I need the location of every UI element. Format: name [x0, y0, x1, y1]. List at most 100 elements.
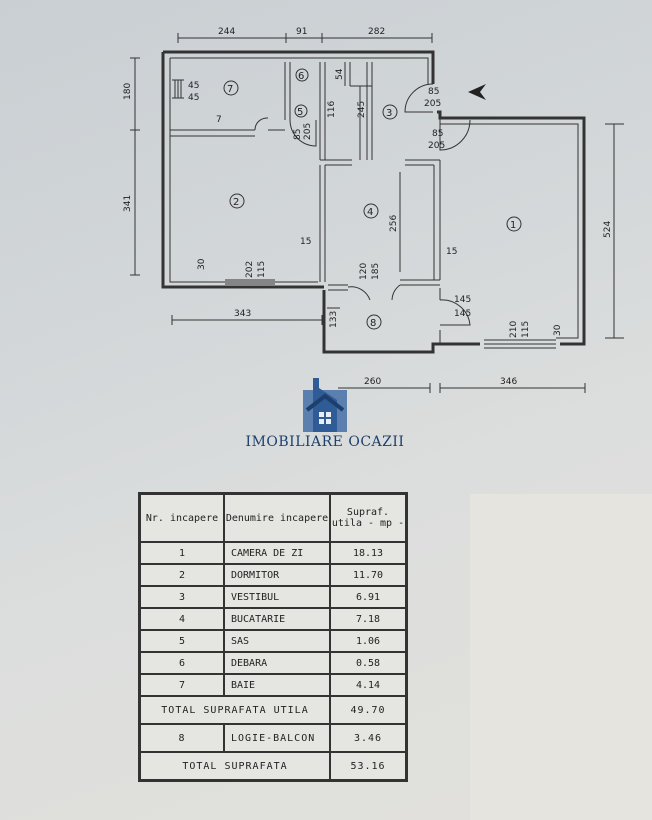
room-number-7: 7: [227, 84, 233, 95]
table-row: 3 VESTIBUL 6.91: [138, 585, 408, 609]
dim-door-bath: 45: [188, 81, 199, 91]
total-useful-value: 49.70: [329, 695, 408, 725]
header-name: Denumire incapere: [223, 492, 331, 543]
header-area: Supraf. utila - mp -: [329, 492, 408, 543]
dim-door-wc: 85: [293, 129, 303, 140]
dim-door-kitchen: 120: [359, 263, 369, 280]
house-logo-icon: [303, 378, 347, 432]
row-area: 4.14: [329, 673, 408, 697]
outer-wall: [163, 50, 586, 354]
row-area: 1.06: [329, 629, 408, 653]
dim-w30b: 30: [553, 324, 563, 336]
dim-door-entry2: 205: [424, 99, 441, 109]
dim-54: 54: [335, 68, 345, 80]
room-number-2: 2: [233, 197, 239, 208]
dim-top-right: 282: [368, 27, 385, 37]
row-name: CAMERA DE ZI: [223, 541, 331, 565]
dim-133: 133: [329, 311, 339, 328]
door-living: [439, 118, 471, 151]
dim-top-left: 244: [218, 27, 235, 37]
dim-256: 256: [389, 215, 399, 232]
dim-bottom-right: 346: [500, 377, 517, 387]
dim-245: 245: [357, 101, 367, 118]
dim-116: 116: [327, 101, 337, 118]
dim-top-mid: 91: [296, 27, 307, 37]
door-entry: [404, 83, 434, 113]
row-nr: 1: [138, 541, 225, 565]
outer-wall-left: [161, 52, 324, 289]
interior-wall: [170, 129, 285, 137]
row-area: 7.18: [329, 607, 408, 631]
table-row: 4 BUCATARIE 7.18: [138, 607, 408, 631]
room-number-1: 1: [510, 220, 516, 231]
room-number-4: 4: [367, 207, 373, 218]
row-name: SAS: [223, 629, 331, 653]
window-living: [484, 339, 556, 349]
north-arrow-icon: [468, 84, 486, 100]
dim-left-lower: 341: [123, 195, 133, 212]
dim-door-balcony2: 145: [454, 309, 471, 319]
paper-edge: [470, 494, 652, 820]
area-table: Nr. incapere Denumire incapere Supraf. u…: [138, 492, 408, 782]
balcony-nr: 8: [138, 723, 225, 753]
dim-door-wc2: 205: [303, 123, 313, 140]
header-nr: Nr. incapere: [138, 492, 225, 543]
total-label: TOTAL SUPRAFATA: [138, 751, 331, 782]
brand-name: IMOBILIARE OCAZII: [245, 434, 405, 450]
row-area: 11.70: [329, 563, 408, 587]
balcony-area: 3.46: [329, 723, 408, 753]
row-nr: 3: [138, 585, 225, 609]
row-nr: 5: [138, 629, 225, 653]
row-nr: 4: [138, 607, 225, 631]
total-row: TOTAL SUPRAFATA 53.16: [138, 751, 408, 782]
row-name: DEBARA: [223, 651, 331, 675]
total-value: 53.16: [329, 751, 408, 782]
dim-door-living2: 205: [428, 141, 445, 151]
dim-door-entry: 85: [428, 87, 439, 97]
row-area: 0.58: [329, 651, 408, 675]
window-bedroom: [225, 279, 275, 289]
dim-left-upper: 180: [123, 83, 133, 100]
balcony-row: 8 LOGIE-BALCON 3.46: [138, 723, 408, 753]
dim-door-bath2: 45: [188, 93, 199, 103]
total-useful-row: TOTAL SUPRAFATA UTILA 49.70: [138, 695, 408, 725]
logo: IMOBILIARE OCAZII: [230, 376, 420, 456]
row-name: BAIE: [223, 673, 331, 697]
room-number-8: 8: [370, 318, 376, 329]
dim-door-balcony: 145: [454, 295, 471, 305]
dim-win-bed2: 115: [257, 261, 267, 278]
dim-win-bed: 202: [245, 261, 255, 278]
table-row: 5 SAS 1.06: [138, 629, 408, 653]
door-kitchen: [347, 284, 401, 301]
row-name: DORMITOR: [223, 563, 331, 587]
table-row: 6 DEBARA 0.58: [138, 651, 408, 675]
room-number-6: 6: [298, 71, 304, 82]
room-number-3: 3: [386, 108, 392, 119]
floor-plan: 244 91 282 180 341 524 343 260 346 45 45…: [123, 27, 624, 393]
balcony-name: LOGIE-BALCON: [223, 723, 331, 753]
dim-win-living2: 115: [521, 321, 531, 338]
room-number-5: 5: [297, 107, 303, 118]
dim-door-living: 85: [432, 129, 443, 139]
dim-wall-7: 7: [216, 115, 222, 125]
door-balcony: [439, 299, 471, 326]
dim-right: 524: [603, 221, 613, 238]
dim-win-living: 210: [509, 321, 519, 338]
table-header-row: Nr. incapere Denumire incapere Supraf. u…: [138, 492, 408, 543]
table-row: 2 DORMITOR 11.70: [138, 563, 408, 587]
dim-bottom-left: 343: [234, 309, 251, 319]
table-row: 1 CAMERA DE ZI 18.13: [138, 541, 408, 565]
total-useful-label: TOTAL SUPRAFATA UTILA: [138, 695, 331, 725]
row-name: VESTIBUL: [223, 585, 331, 609]
door-wc: [289, 119, 317, 147]
row-name: BUCATARIE: [223, 607, 331, 631]
dim-w15a: 15: [300, 237, 311, 247]
table-row: 7 BAIE 4.14: [138, 673, 408, 697]
row-area: 6.91: [329, 585, 408, 609]
row-nr: 6: [138, 651, 225, 675]
dim-door-kitchen2: 185: [371, 263, 381, 280]
row-nr: 2: [138, 563, 225, 587]
row-area: 18.13: [329, 541, 408, 565]
dim-w15b: 15: [446, 247, 457, 257]
row-nr: 7: [138, 673, 225, 697]
